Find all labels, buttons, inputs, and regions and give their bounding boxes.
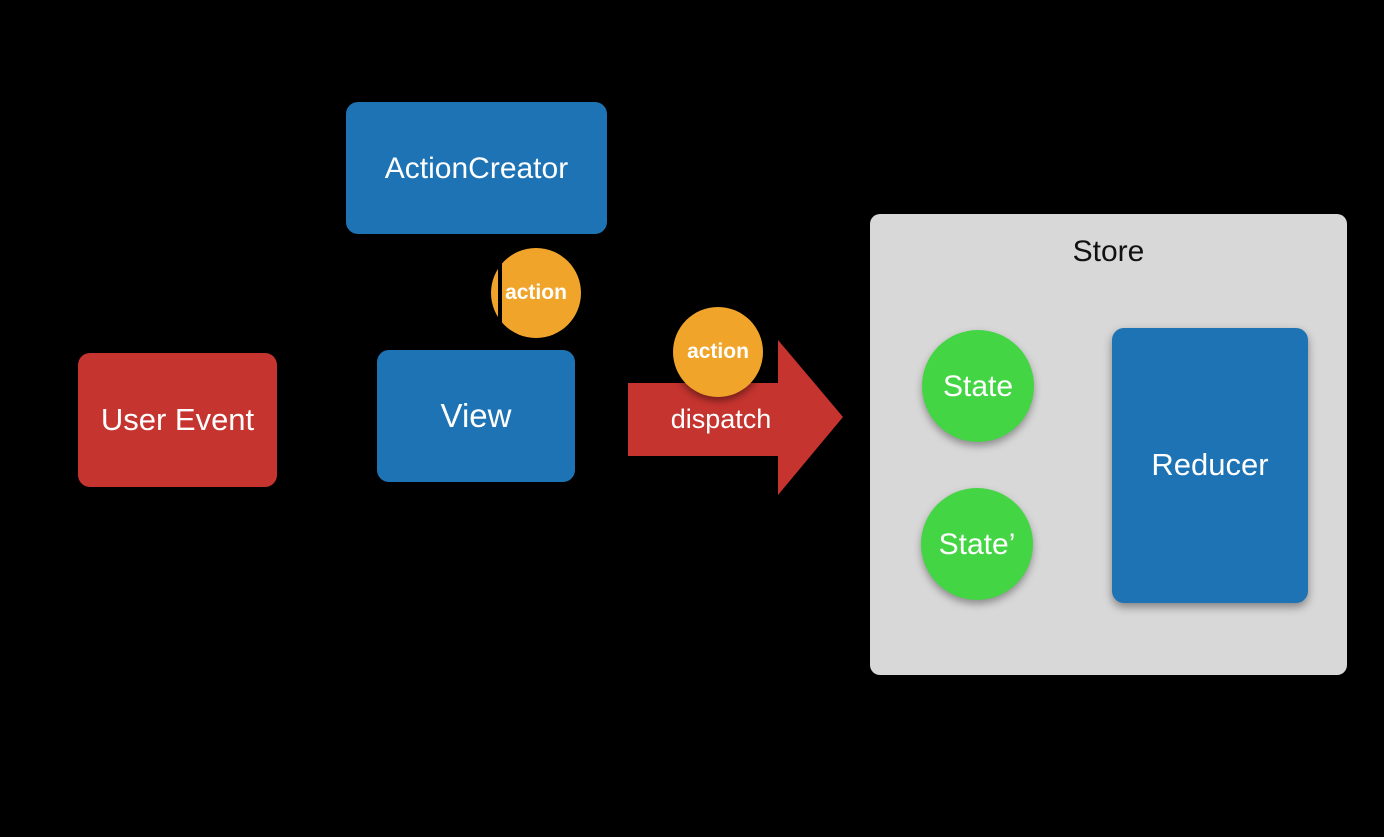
reducer-box: Reducer <box>1112 328 1308 603</box>
state-prime-circle: State’ <box>921 488 1033 600</box>
action-creator-box: ActionCreator <box>346 102 607 234</box>
store-title-text: Store <box>1072 235 1145 268</box>
state-label: State <box>942 369 1014 403</box>
dispatch-arrow <box>628 340 843 495</box>
dispatch-label: dispatch <box>628 383 814 456</box>
action-badge-top-label: action <box>505 281 567 305</box>
dispatch-label-text: dispatch <box>670 403 772 434</box>
reducer-label: Reducer <box>1151 447 1269 483</box>
view-box: View <box>377 350 575 482</box>
user-event-label: User Event <box>100 401 255 437</box>
dispatch-arrow-shape <box>628 340 843 495</box>
user-event-box: User Event <box>78 353 277 487</box>
state-circle: State <box>922 330 1034 442</box>
action-badge-dispatch: action <box>673 307 763 397</box>
store-title: Store <box>870 232 1347 272</box>
action-badge-top: action <box>491 248 581 338</box>
action-creator-view-connector-line <box>498 234 502 350</box>
action-creator-label: ActionCreator <box>384 151 569 185</box>
state-prime-label: State’ <box>938 527 1016 561</box>
view-label: View <box>440 396 512 434</box>
action-badge-dispatch-label: action <box>687 340 749 364</box>
